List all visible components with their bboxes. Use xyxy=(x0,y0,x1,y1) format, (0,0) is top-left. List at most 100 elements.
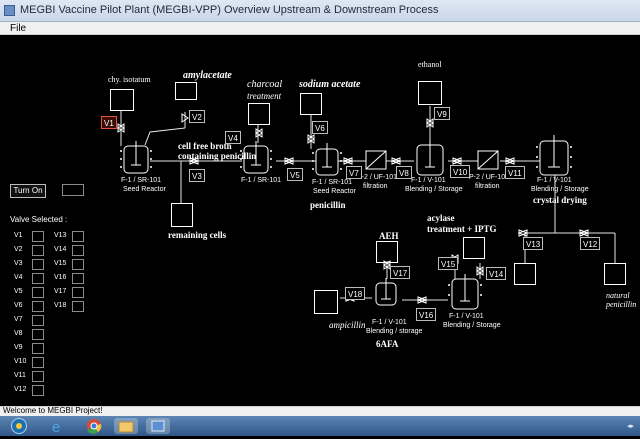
valve-selected-label: V9 xyxy=(14,344,23,351)
tag-blend-4: F-1 / V-101 xyxy=(449,313,484,320)
valve-selected-v10: V10 xyxy=(14,357,74,369)
valve-selected-checkbox[interactable] xyxy=(32,231,44,242)
turn-on-button[interactable]: Turn On xyxy=(10,184,46,198)
menu-file[interactable]: File xyxy=(10,23,27,34)
valve-selected-checkbox[interactable] xyxy=(32,301,44,312)
valve-selected-checkbox[interactable] xyxy=(32,245,44,256)
tag-seed-reactor-2: F-1 / SR-101 xyxy=(312,179,353,186)
valve-v14-button[interactable]: V14 xyxy=(486,267,507,280)
label-aeh: AEH xyxy=(379,231,399,241)
valve-selected-v4: V4 xyxy=(14,273,74,285)
valve-v18-button[interactable]: V18 xyxy=(345,287,366,300)
app-icon[interactable] xyxy=(146,418,170,434)
menu-bar: File xyxy=(0,22,640,35)
valve-selected-checkbox[interactable] xyxy=(32,287,44,298)
label-cell-free-2: containing penicillin xyxy=(178,151,257,161)
label-treatment-charcoal: treatment xyxy=(247,91,282,101)
valve-selected-label: V3 xyxy=(14,260,23,267)
valve-selected-v16: V16 xyxy=(54,273,114,285)
label-acylase-1: acylase xyxy=(427,213,455,223)
explorer-icon[interactable] xyxy=(114,418,138,434)
tank-aeh xyxy=(376,241,398,263)
start-orb-icon[interactable] xyxy=(4,418,34,434)
name-blend-1: Blending / Storage xyxy=(405,186,463,193)
system-tray: ◂▸ xyxy=(626,423,634,430)
valve-v13-button[interactable]: V13 xyxy=(523,237,544,250)
valve-v7-button[interactable]: V7 xyxy=(346,166,362,179)
ie-icon[interactable]: e xyxy=(46,418,70,436)
valve-selected-v13: V13 xyxy=(54,231,114,243)
valve-selected-v3: V3 xyxy=(14,259,74,271)
tank-ethanol xyxy=(418,81,442,105)
valve-selected-label: V8 xyxy=(14,330,23,337)
tag-blend-1: F-1 / V-101 xyxy=(411,177,446,184)
valve-selected-label: V7 xyxy=(14,316,23,323)
valve-v17-button[interactable]: V17 xyxy=(390,266,411,279)
valve-v10-button[interactable]: V10 xyxy=(450,165,471,178)
valve-selected-v7: V7 xyxy=(14,315,74,327)
valve-selected-label: V10 xyxy=(14,358,27,365)
valve-selected-checkbox[interactable] xyxy=(32,371,44,382)
label-sodium-acetate: sodium acetate xyxy=(299,79,361,90)
tank-chy-isotatum xyxy=(110,89,134,111)
svg-text:e: e xyxy=(52,419,60,434)
valve-selected-checkbox[interactable] xyxy=(32,329,44,340)
valve-selected-checkbox[interactable] xyxy=(32,315,44,326)
valve-selected-v11: V11 xyxy=(14,371,74,383)
pipe-diagram xyxy=(117,106,616,310)
valve-selected-v17: V17 xyxy=(54,287,114,299)
valve-v3-button[interactable]: V3 xyxy=(189,169,205,182)
valve-v12-button[interactable]: V12 xyxy=(580,237,601,250)
valve-selected-v12: V12 xyxy=(14,385,74,397)
valve-selected-checkbox[interactable] xyxy=(32,343,44,354)
valve-selected-label: V5 xyxy=(14,288,23,295)
label-natural-2: penicillin xyxy=(606,300,637,309)
valve-v9-button[interactable]: V9 xyxy=(434,107,450,120)
valve-selected-v18: V18 xyxy=(54,301,114,313)
window-title: MEGBI Vaccine Pilot Plant (MEGBI-VPP) Ov… xyxy=(20,4,439,16)
tag-filter-2: P-2 / UF-101 xyxy=(469,174,510,181)
valve-v1-button[interactable]: V1 xyxy=(101,116,117,129)
valve-selected-v8: V8 xyxy=(14,329,74,341)
valve-selected-v14: V14 xyxy=(54,245,114,257)
name-seed-reactor-2: Seed Reactor xyxy=(313,188,356,195)
valve-v11-button[interactable]: V11 xyxy=(505,166,525,179)
valve-selected-label: V13 xyxy=(54,232,67,239)
label-cell-free-1: cell free broth xyxy=(178,141,232,151)
valve-selected-checkbox[interactable] xyxy=(72,231,84,242)
valve-selected-label: V11 xyxy=(14,372,26,379)
valve-selected-checkbox[interactable] xyxy=(32,273,44,284)
chrome-icon[interactable] xyxy=(82,418,106,434)
valve-v6-button[interactable]: V6 xyxy=(312,121,328,134)
valve-selected-label: V16 xyxy=(54,274,67,281)
valve-selected-title: Valve Selected : xyxy=(10,215,68,224)
label-ethanol: ethanol xyxy=(418,60,442,69)
label-penicillin: penicillin xyxy=(310,200,346,210)
valve-selected-checkbox[interactable] xyxy=(72,287,84,298)
valve-v4-button[interactable]: V4 xyxy=(225,131,241,144)
app-window-icon xyxy=(4,5,15,16)
valve-selected-v2: V2 xyxy=(14,245,74,257)
tag-sr101: F-1 / SR-101 xyxy=(241,177,282,184)
valve-v2-button[interactable]: V2 xyxy=(189,110,205,123)
tank-amylacetate xyxy=(175,82,197,100)
tag-blend-3: F-1 / V-101 xyxy=(372,319,407,326)
tank-remaining-cells xyxy=(171,203,193,227)
valve-selected-checkbox[interactable] xyxy=(32,357,44,368)
valve-selected-checkbox[interactable] xyxy=(32,385,44,396)
valve-v15-button[interactable]: V15 xyxy=(438,257,459,270)
label-ampicillin: ampicillin xyxy=(329,320,366,330)
valve-v8-button[interactable]: V8 xyxy=(396,166,412,179)
valve-selected-checkbox[interactable] xyxy=(72,245,84,256)
valve-selected-checkbox[interactable] xyxy=(32,259,44,270)
valve-v16-button[interactable]: V16 xyxy=(416,308,437,321)
valve-selected-label: V14 xyxy=(54,246,67,253)
valve-v5-button[interactable]: V5 xyxy=(287,168,303,181)
tank-natural-penicillin xyxy=(604,263,626,285)
label-natural-1: natural xyxy=(606,291,630,300)
valve-selected-checkbox[interactable] xyxy=(72,301,84,312)
tank-charcoal xyxy=(248,103,270,125)
valve-selected-checkbox[interactable] xyxy=(72,259,84,270)
status-message: Welcome to MEGBI Project! xyxy=(3,406,103,415)
valve-selected-checkbox[interactable] xyxy=(72,273,84,284)
